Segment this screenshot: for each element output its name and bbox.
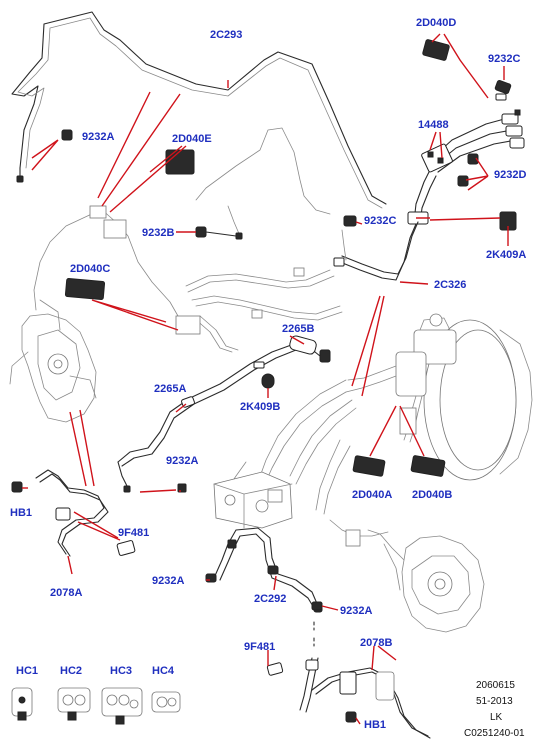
callout-hb1-right: HB1 xyxy=(364,719,386,731)
callout-9232c-top: 9232C xyxy=(488,53,520,65)
callout-hc3: HC3 xyxy=(110,665,132,677)
hc3-clip-art xyxy=(101,687,143,725)
callout-hc2: HC2 xyxy=(60,665,82,677)
line-art xyxy=(9,11,533,739)
callout-9f481-left: 9F481 xyxy=(118,527,149,539)
callout-hb1-left: HB1 xyxy=(10,507,32,519)
callout-9232a-top: 9232A xyxy=(82,131,114,143)
reference-footer: 2060615 51-2013 LK C0251240-01 xyxy=(464,680,525,739)
footer-drawing-number: C0251240-01 xyxy=(464,728,525,739)
callout-9232c-mid: 9232C xyxy=(364,215,396,227)
callout-2k409a: 2K409A xyxy=(486,249,526,261)
brake-pipe-2265a xyxy=(117,343,321,463)
brake-booster-assembly xyxy=(345,313,533,481)
callout-2d040d: 2D040D xyxy=(416,17,456,29)
brake-pipe-2c292 xyxy=(213,527,319,607)
callout-2078b: 2078B xyxy=(360,637,392,649)
callout-hc4: HC4 xyxy=(152,665,175,677)
callout-2c293: 2C293 xyxy=(210,29,242,41)
clip-2d040c xyxy=(64,278,106,300)
callout-leaders xyxy=(22,33,509,725)
callout-2265a: 2265A xyxy=(154,383,186,395)
callout-9232b: 9232B xyxy=(142,227,174,239)
callout-2c292: 2C292 xyxy=(254,593,286,605)
grommet-2k409b xyxy=(261,373,275,389)
callout-2d040c: 2D040C xyxy=(70,263,110,275)
hose-2265b xyxy=(289,335,317,355)
callout-14488: 14488 xyxy=(418,119,449,131)
brake-pipe-2c326 xyxy=(339,223,417,281)
callout-9232a-mid: 9232A xyxy=(166,455,198,467)
callout-2d040a: 2D040A xyxy=(352,489,392,501)
footer-code: 2060615 xyxy=(476,680,515,691)
callout-9232a-right: 9232A xyxy=(340,605,372,617)
hc2-clip-art xyxy=(57,687,91,721)
callout-hc1: HC1 xyxy=(16,665,38,677)
callout-9232d: 9232D xyxy=(494,169,526,181)
hc1-clip-art xyxy=(11,687,33,721)
union-9232a-top xyxy=(61,129,73,141)
right-caliper-assembly xyxy=(329,519,485,633)
callout-2c326: 2C326 xyxy=(434,279,466,291)
callout-labels: 2C293 9232A 2D040E 9232B 2D040C 2D040D 9… xyxy=(10,17,526,731)
abs-hydraulic-unit xyxy=(213,471,293,529)
footer-initials: LK xyxy=(490,712,503,723)
clip-2d040d xyxy=(422,39,450,61)
footer-date: 51-2013 xyxy=(476,696,513,707)
callout-2d040b: 2D040B xyxy=(412,489,452,501)
clip-2d040a xyxy=(352,455,386,477)
clip-2d040e xyxy=(165,149,195,175)
union-9232c-top xyxy=(494,79,512,95)
callout-2d040e: 2D040E xyxy=(172,133,212,145)
clip-2d040b xyxy=(410,455,446,477)
union-9232a-lower xyxy=(311,601,323,611)
callout-2078a: 2078A xyxy=(50,587,82,599)
union-9232c-mid xyxy=(343,215,357,227)
hc4-clip-art xyxy=(151,691,181,713)
callout-9232a-low: 9232A xyxy=(152,575,184,587)
brake-pipe-2c293 xyxy=(11,11,387,205)
left-caliper-assembly xyxy=(9,313,97,423)
callout-2265b: 2265B xyxy=(282,323,314,335)
union-9232b xyxy=(195,226,207,238)
callout-9f481-right: 9F481 xyxy=(244,641,275,653)
junction-block-14488 xyxy=(421,143,453,173)
callout-2k409b: 2K409B xyxy=(240,401,280,413)
